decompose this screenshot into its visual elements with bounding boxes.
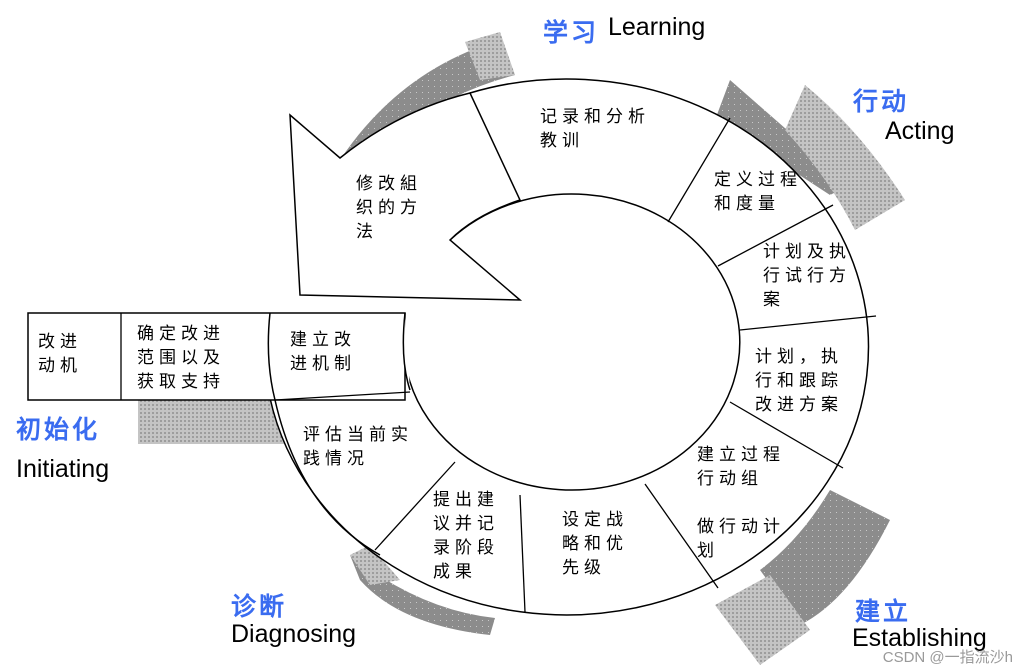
phase-diagnosing-en: Diagnosing — [231, 620, 357, 648]
step-team: 建立过程 行动组 — [697, 445, 785, 489]
step-recommend: 提出建 议并记 录阶段 成果 — [433, 490, 499, 582]
step-implement: 计划，执 行和跟踪 改进方案 — [755, 347, 843, 415]
learning-band-light — [465, 32, 515, 80]
step-priorities: 设定战 略和优 先级 — [562, 510, 628, 578]
step-analyze: 记录和分析 教训 — [540, 107, 650, 151]
phase-initiating-cn: 初始化 — [16, 415, 101, 444]
step-action-plan: 做行动计 划 — [697, 517, 785, 561]
phase-establishing-en: Establishing — [852, 624, 987, 652]
acting-band-light — [785, 85, 905, 230]
diagnosing-band-light — [350, 545, 400, 585]
watermark: CSDN @一指流沙h — [882, 649, 1013, 666]
initiating-box — [27, 312, 406, 401]
segment-dividers — [120, 117, 877, 613]
diagnosing-band — [350, 555, 495, 635]
establishing-band — [760, 490, 890, 625]
phase-acting-cn: 行动 — [853, 87, 910, 116]
step-pilot: 计划及执 行试行方 案 — [763, 242, 851, 310]
phase-learning-cn: 学习 — [543, 18, 600, 47]
phase-diagnosing-cn: 诊断 — [231, 592, 288, 621]
phase-establishing-cn: 建立 — [855, 597, 912, 626]
establishing-band-light — [715, 575, 810, 665]
step-characterize: 评估当前实 践情况 — [303, 425, 413, 469]
initiating-band — [138, 400, 288, 444]
inner-edge — [402, 312, 411, 391]
step-context: 确定改进 范围以及 获取支持 — [137, 324, 225, 392]
phase-initiating-en: Initiating — [16, 455, 110, 483]
phase-acting-en: Acting — [885, 117, 955, 145]
wheel-inner — [404, 193, 741, 491]
step-refine: 定义过程 和度量 — [714, 170, 802, 214]
infrastructure-curve — [267, 312, 381, 556]
step-stimulus: 改进 动机 — [38, 332, 82, 376]
step-revise: 修改組 织的方 法 — [356, 174, 422, 242]
phase-learning-en: Learning — [608, 13, 706, 41]
revise-arrow — [289, 92, 523, 301]
step-infrastructure: 建立改 进机制 — [290, 330, 356, 374]
